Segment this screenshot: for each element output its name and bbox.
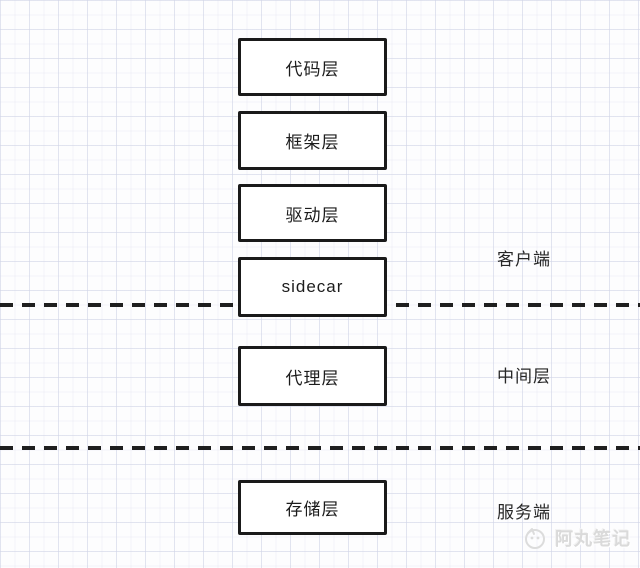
box-code-layer-label: 代码层 bbox=[285, 59, 340, 79]
box-driver-layer-label: 驱动层 bbox=[285, 205, 340, 225]
watermark: 阿丸笔记 bbox=[522, 525, 631, 551]
box-proxy-layer: 代理层 bbox=[238, 346, 387, 406]
zone-label-client: 客户端 bbox=[497, 250, 551, 269]
box-framework-layer-label: 框架层 bbox=[285, 133, 340, 152]
box-storage-layer-label: 存储层 bbox=[285, 500, 340, 519]
box-storage-layer: 存储层 bbox=[238, 480, 387, 535]
separator-middle-server bbox=[0, 446, 640, 450]
zone-label-server: 服务端 bbox=[497, 503, 551, 522]
zone-label-middle: 中间层 bbox=[497, 367, 551, 386]
box-proxy-layer-label: 代理层 bbox=[285, 368, 340, 388]
watermark-text: 阿丸笔记 bbox=[555, 529, 631, 549]
box-framework-layer: 框架层 bbox=[238, 111, 387, 170]
box-code-layer: 代码层 bbox=[238, 38, 387, 96]
box-sidecar: sidecar bbox=[238, 257, 387, 317]
box-driver-layer: 驱动层 bbox=[238, 184, 387, 242]
ahwan-ball-logo-icon bbox=[522, 525, 548, 551]
box-sidecar-label: sidecar bbox=[281, 277, 344, 296]
